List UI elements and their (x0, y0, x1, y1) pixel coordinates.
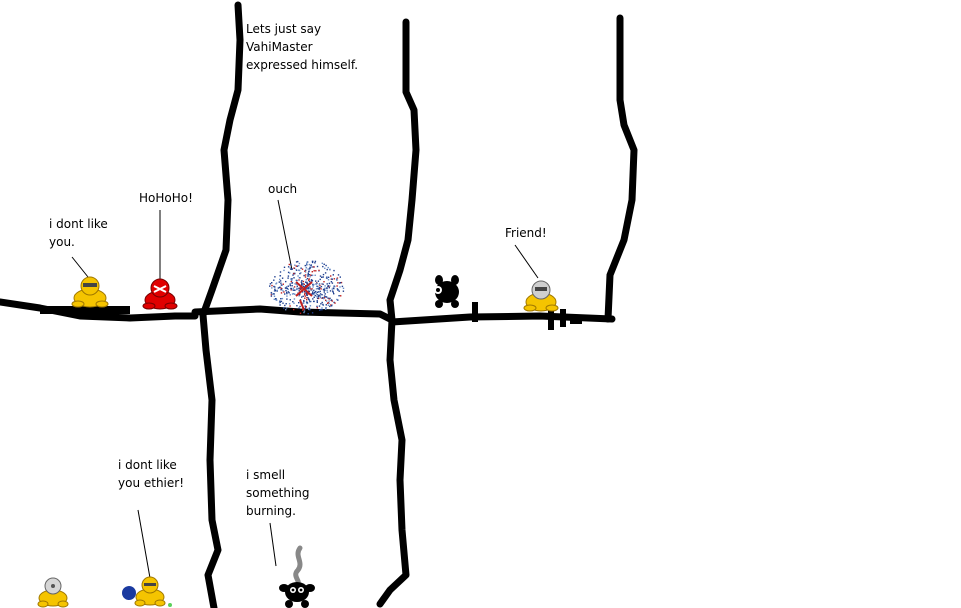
border-horizontal-middle (191, 305, 396, 324)
yellow-character-icon (71, 276, 109, 308)
grey-character-icon (37, 577, 69, 608)
speech-pointers (71, 199, 539, 579)
speech-i-dont-like-you: i dont like you. (49, 217, 108, 249)
yellow-character-bottom-icon (134, 576, 172, 607)
speech-ethier: i dont like you ethier! (118, 458, 185, 490)
speech-burning: i smell something burning. (246, 468, 310, 518)
pointer-ethier (137, 509, 151, 579)
speech-hohoho: HoHoHo! (139, 191, 193, 205)
caption-top: Lets just say VahiMaster expressed himse… (246, 22, 359, 72)
panel-borders (0, 1, 638, 608)
burnt-creature-icon (279, 582, 315, 608)
pointer-burning (269, 522, 277, 567)
border-vertical-3 (604, 14, 638, 323)
smoke-icon (293, 545, 303, 587)
blue-ball-icon (122, 586, 136, 600)
ledge-details (40, 302, 582, 330)
border-horizontal-right (388, 312, 616, 326)
border-vertical-1 (199, 1, 244, 608)
speech-ouch: ouch (268, 182, 298, 196)
speech-friend: Friend! (505, 226, 547, 240)
pointer-ouch (277, 199, 293, 271)
pointer-i-dont-like-you (71, 256, 89, 278)
friend-character-icon (523, 280, 559, 312)
border-vertical-2 (376, 18, 420, 608)
border-horizontal-left (0, 298, 199, 322)
explosion-splatter-icon (269, 260, 345, 315)
black-creature-icon (434, 275, 459, 308)
red-character-icon (142, 278, 178, 310)
pointer-friend (514, 244, 539, 279)
